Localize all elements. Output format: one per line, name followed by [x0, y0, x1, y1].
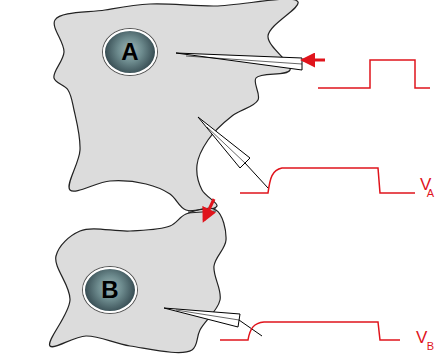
signal-subscript: A [427, 187, 434, 199]
gap-junction [188, 211, 216, 213]
nucleus-label: A [121, 38, 138, 66]
electrode [186, 56, 302, 64]
signal-name: V [416, 328, 427, 348]
current-step-trace [318, 60, 430, 88]
electrode [164, 308, 240, 327]
nucleus-label: B [101, 276, 118, 304]
signal-subscript: B [427, 340, 434, 352]
wire [245, 163, 268, 188]
junction-current-arrow [204, 199, 214, 220]
voltage-trace [240, 168, 415, 193]
voltage-trace [220, 322, 400, 340]
electrode [176, 53, 302, 70]
nucleus: B [83, 267, 137, 313]
nucleus: A [103, 29, 157, 75]
electrode [207, 127, 245, 163]
electrode [198, 117, 250, 168]
current-arrow [303, 59, 325, 62]
gap-junction [188, 208, 216, 211]
cell-body [54, 0, 298, 211]
electrode [176, 310, 239, 320]
cell-body [49, 208, 226, 352]
